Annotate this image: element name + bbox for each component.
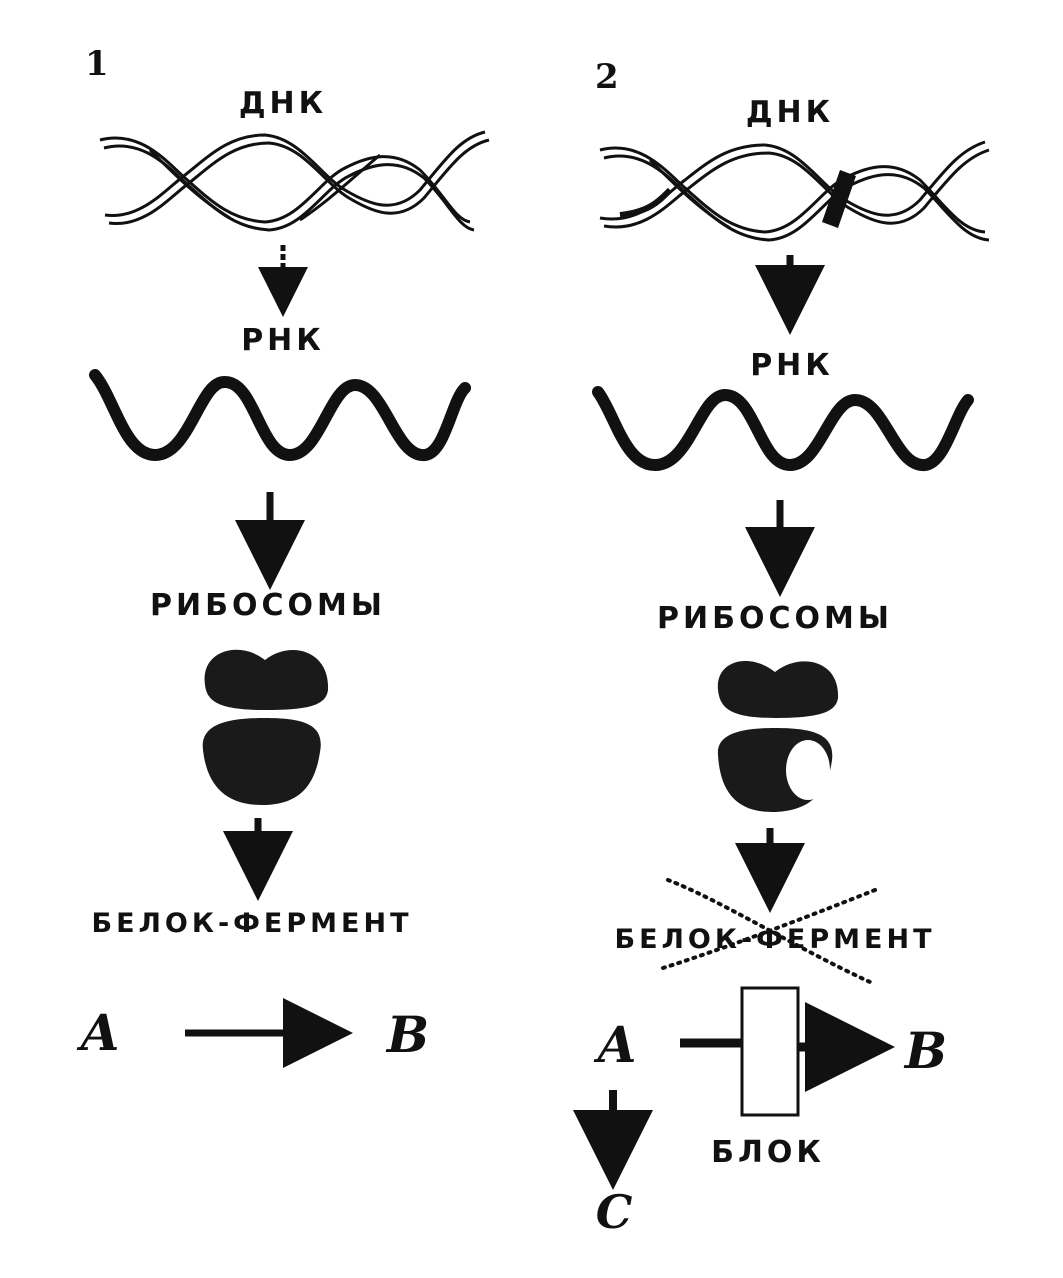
panel-1-substrate-a: A [77, 1003, 120, 1062]
panel-1-product-b: B [385, 1005, 429, 1064]
panel-2-block-box [740, 986, 800, 1117]
panel-2-ribosomes-label: РИБОСОМЫ [657, 601, 893, 636]
panel-1-ribosome [202, 649, 329, 805]
panel-2-product-b: B [903, 1021, 947, 1080]
panel-2-ribosome-defective [717, 660, 839, 812]
panel-2-protein-cross-out [661, 878, 882, 984]
panel-2-dna-helix [599, 140, 990, 242]
panel-1-dna-helix [99, 130, 490, 232]
panel-2-alternative-c: C [596, 1185, 633, 1239]
panel-1-rna-label: РНК [241, 323, 325, 358]
panel-2-rna-strand [592, 386, 974, 472]
panel-1-number: 1 [85, 44, 109, 84]
panel-2: 2 ДНК РНК РИБОСОМЫ БЕЛОК-ФЕРМЕНТ [573, 57, 990, 1239]
panel-2-rna-label: РНК [750, 348, 834, 383]
panel-2-number: 2 [595, 57, 619, 97]
panel-1: 1 ДНК РНК РИБОСОМЫ БЕЛОК-ФЕРМЕНТ A [77, 44, 490, 1068]
panel-1-ribosomes-label: РИБОСОМЫ [150, 588, 386, 623]
panel-2-protein-label: БЕЛОК-ФЕРМЕНТ [614, 924, 935, 955]
panel-2-dna-mutation-mark [822, 170, 856, 228]
panel-2-substrate-a: A [594, 1015, 637, 1074]
panel-1-dna-label: ДНК [239, 86, 327, 121]
panel-2-dna-label: ДНК [746, 95, 834, 130]
panel-1-rna-strand [89, 369, 471, 462]
panel-1-protein-label: БЕЛОК-ФЕРМЕНТ [91, 908, 412, 939]
panel-2-block-label: БЛОК [711, 1135, 825, 1170]
